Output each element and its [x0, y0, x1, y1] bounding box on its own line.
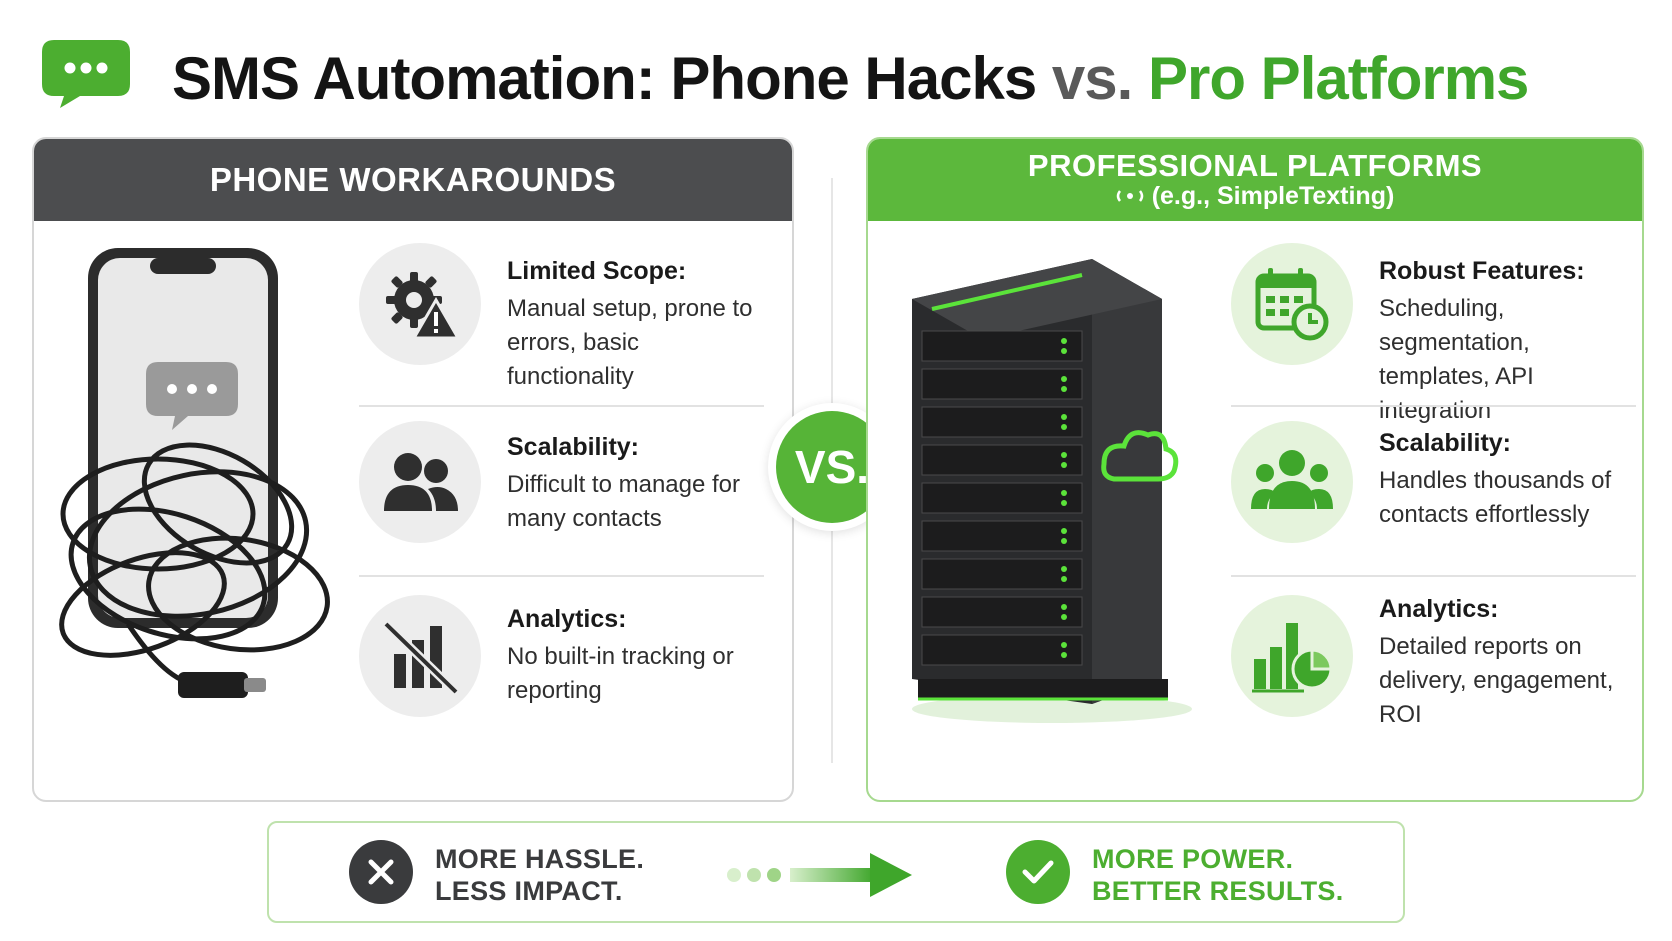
bar-pie-chart-icon [1252, 623, 1333, 693]
list-item: Limited Scope: Manual setup, prone to er… [359, 243, 792, 423]
right-subheading: (e.g., SimpleTexting) [1151, 181, 1395, 210]
item-body: No built-in tracking or reporting [507, 643, 734, 704]
item-title: Limited Scope: [507, 257, 687, 285]
arrow-right-icon [727, 853, 912, 897]
item-title: Scalability: [1379, 429, 1511, 457]
item-title: Analytics: [507, 605, 627, 633]
divider [359, 405, 764, 407]
title-vs: vs. [1051, 45, 1133, 112]
item-body: Manual setup, prone to errors, basic fun… [507, 295, 753, 390]
divider [1231, 575, 1636, 577]
left-heading: PHONE WORKAROUNDS [209, 161, 617, 198]
item-title: Scalability: [507, 433, 639, 461]
panel-heading: PROFESSIONAL PLATFORMS (e.g., SimpleText… [868, 139, 1642, 221]
title-pro: Pro Platforms [1132, 45, 1529, 112]
signal-icon [1116, 190, 1143, 203]
list-item: Analytics: No built-in tracking or repor… [359, 595, 792, 775]
header: SMS Automation: Phone Hacks vs. Pro Plat… [0, 0, 1672, 150]
x-circle-icon [349, 840, 413, 904]
item-icon-circle [1231, 243, 1353, 365]
divider [359, 575, 764, 577]
list-item: Scalability: Handles thousands of contac… [1231, 421, 1639, 601]
hassle-line-2: LESS IMPACT. [435, 876, 623, 906]
item-body: Scheduling, segmentation, templates, API… [1379, 295, 1534, 424]
item-body: Detailed reports on delivery, engagement… [1379, 633, 1614, 728]
power-line-2: BETTER RESULTS. [1092, 876, 1344, 906]
power-line-1: MORE POWER. [1092, 844, 1294, 874]
list-item: Robust Features: Scheduling, segmentatio… [1231, 243, 1639, 424]
item-icon-circle [359, 243, 481, 365]
item-title: Analytics: [1379, 595, 1499, 623]
panel-heading: PHONE WORKAROUNDS [34, 139, 792, 221]
chart-crossed-out-icon [382, 620, 460, 694]
item-icon-circle [359, 595, 481, 717]
item-icon-circle [1231, 421, 1353, 543]
item-body: Difficult to manage for many contacts [507, 471, 741, 532]
item-body: Handles thousands of contacts effortless… [1379, 467, 1612, 528]
chat-bubble-icon [42, 40, 130, 108]
check-circle-icon [1006, 840, 1070, 904]
title-main: SMS Automation: Phone Hacks [172, 45, 1052, 112]
right-subheading-row: (e.g., SimpleTexting) [1116, 181, 1395, 211]
item-icon-circle [359, 421, 481, 543]
item-title: Robust Features: [1379, 257, 1585, 285]
summary-banner: MORE HASSLE. LESS IMPACT. MORE POWER. BE… [267, 821, 1405, 923]
power-text: MORE POWER. BETTER RESULTS. [1092, 843, 1344, 907]
calendar-clock-icon [1255, 268, 1329, 341]
phone-workarounds-panel: PHONE WORKAROUNDS [32, 137, 794, 802]
hassle-line-1: MORE HASSLE. [435, 844, 645, 874]
list-item: Analytics: Detailed reports on delivery,… [1231, 595, 1639, 775]
list-item: Scalability: Difficult to manage for man… [359, 421, 792, 601]
server-rack-with-cloud [912, 259, 1192, 723]
gear-warning-icon [386, 272, 460, 340]
professional-platforms-panel: PROFESSIONAL PLATFORMS (e.g., SimpleText… [866, 137, 1644, 802]
page-title: SMS Automation: Phone Hacks vs. Pro Plat… [172, 44, 1529, 113]
users-icon [384, 453, 458, 511]
divider [1231, 405, 1636, 407]
hassle-text: MORE HASSLE. LESS IMPACT. [435, 843, 644, 907]
right-heading: PROFESSIONAL PLATFORMS [1027, 147, 1483, 183]
smartphone-with-tangled-cable [59, 248, 330, 698]
item-icon-circle [1231, 595, 1353, 717]
users-group-icon [1251, 450, 1333, 509]
